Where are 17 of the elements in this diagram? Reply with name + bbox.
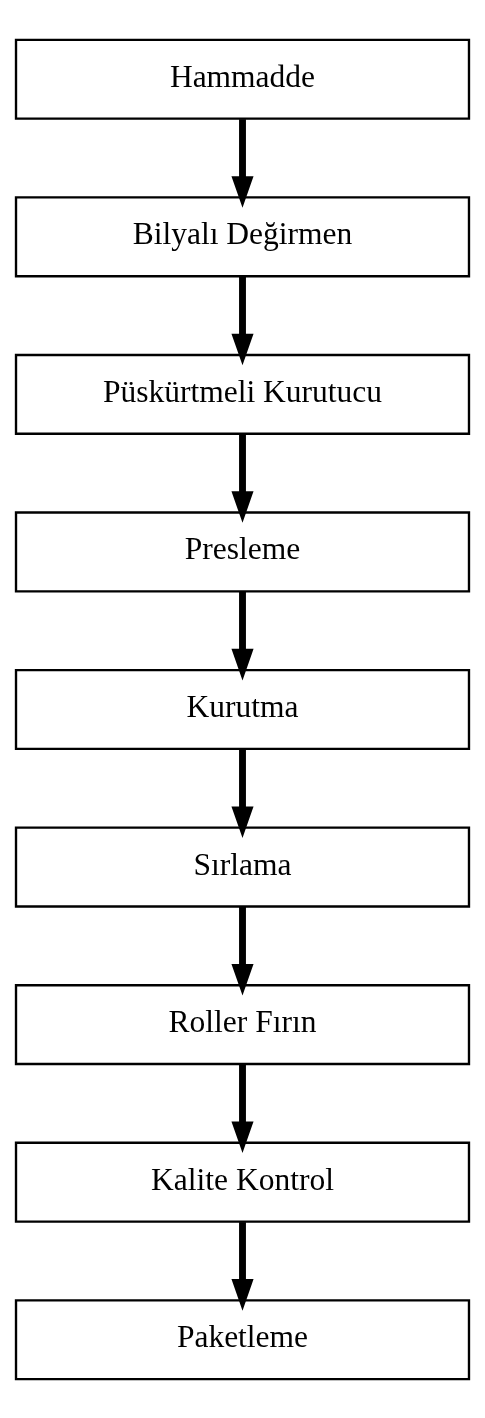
- node-box: Hammadde: [14, 38, 471, 120]
- node-box: Bilyalı Değirmen: [14, 195, 471, 277]
- node-box: Roller Fırın: [14, 983, 471, 1065]
- node-box: Paketleme: [14, 1298, 471, 1380]
- arrow: [231, 906, 254, 996]
- arrow: [231, 591, 254, 680]
- node-box: Presleme: [14, 510, 471, 592]
- node-box: Sırlama: [14, 826, 471, 908]
- arrow: [231, 1221, 254, 1311]
- arrow: [231, 276, 254, 365]
- arrow: [231, 118, 254, 208]
- arrow: [231, 433, 254, 523]
- node-box: Kurutma: [14, 668, 471, 750]
- arrow: [231, 1064, 254, 1153]
- node-box: Kalite Kontrol: [14, 1141, 471, 1223]
- node-box: Püskürtmeli Kurutucu: [14, 353, 471, 435]
- arrow: [231, 748, 254, 838]
